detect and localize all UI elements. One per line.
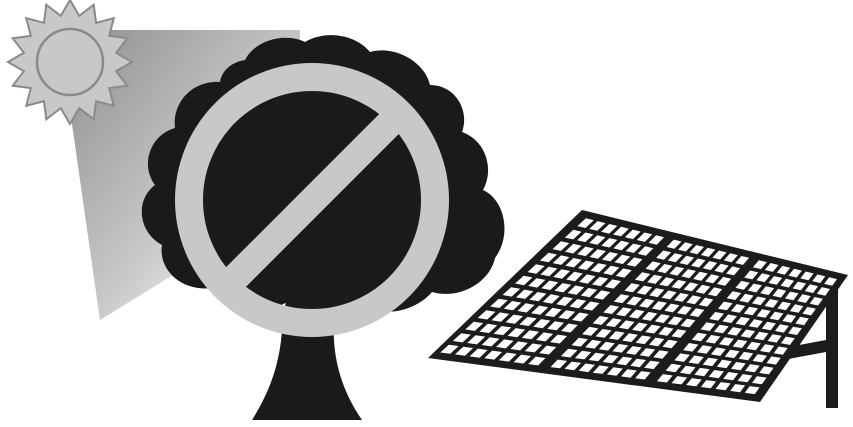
sun-disc <box>37 29 103 95</box>
sun-icon <box>8 0 132 124</box>
